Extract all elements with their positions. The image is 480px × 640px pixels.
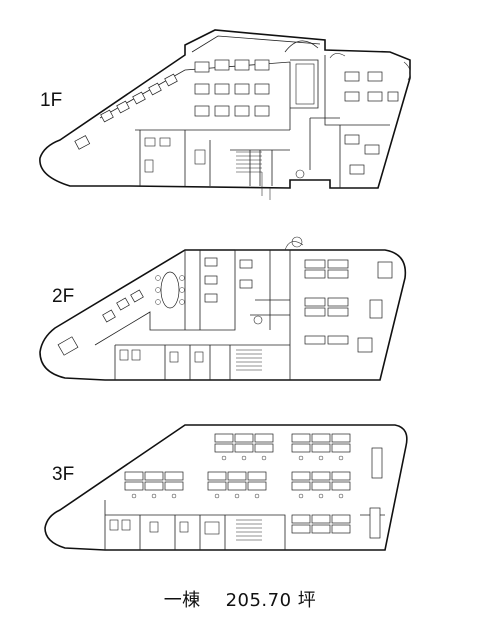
- floor-2f-plan: 2F: [39, 236, 407, 381]
- floor-1f-plan: 1F: [39, 29, 411, 200]
- floor-3f-outline: [44, 424, 408, 551]
- floor-label-2f: 2F: [52, 286, 74, 307]
- building-scope-label: 一棟: [163, 590, 201, 611]
- total-area-caption: 一棟 205.70 坪: [0, 586, 480, 612]
- floor-label-1f: 1F: [40, 90, 62, 111]
- floor-2f-outline: [39, 249, 407, 381]
- area-unit-label: 坪: [297, 590, 317, 611]
- floor-label-3f: 3F: [52, 464, 74, 485]
- total-area-value: 205.70: [225, 590, 292, 611]
- floor-3f-plan: 3F: [44, 424, 408, 551]
- floor-1f-outline: [39, 29, 411, 189]
